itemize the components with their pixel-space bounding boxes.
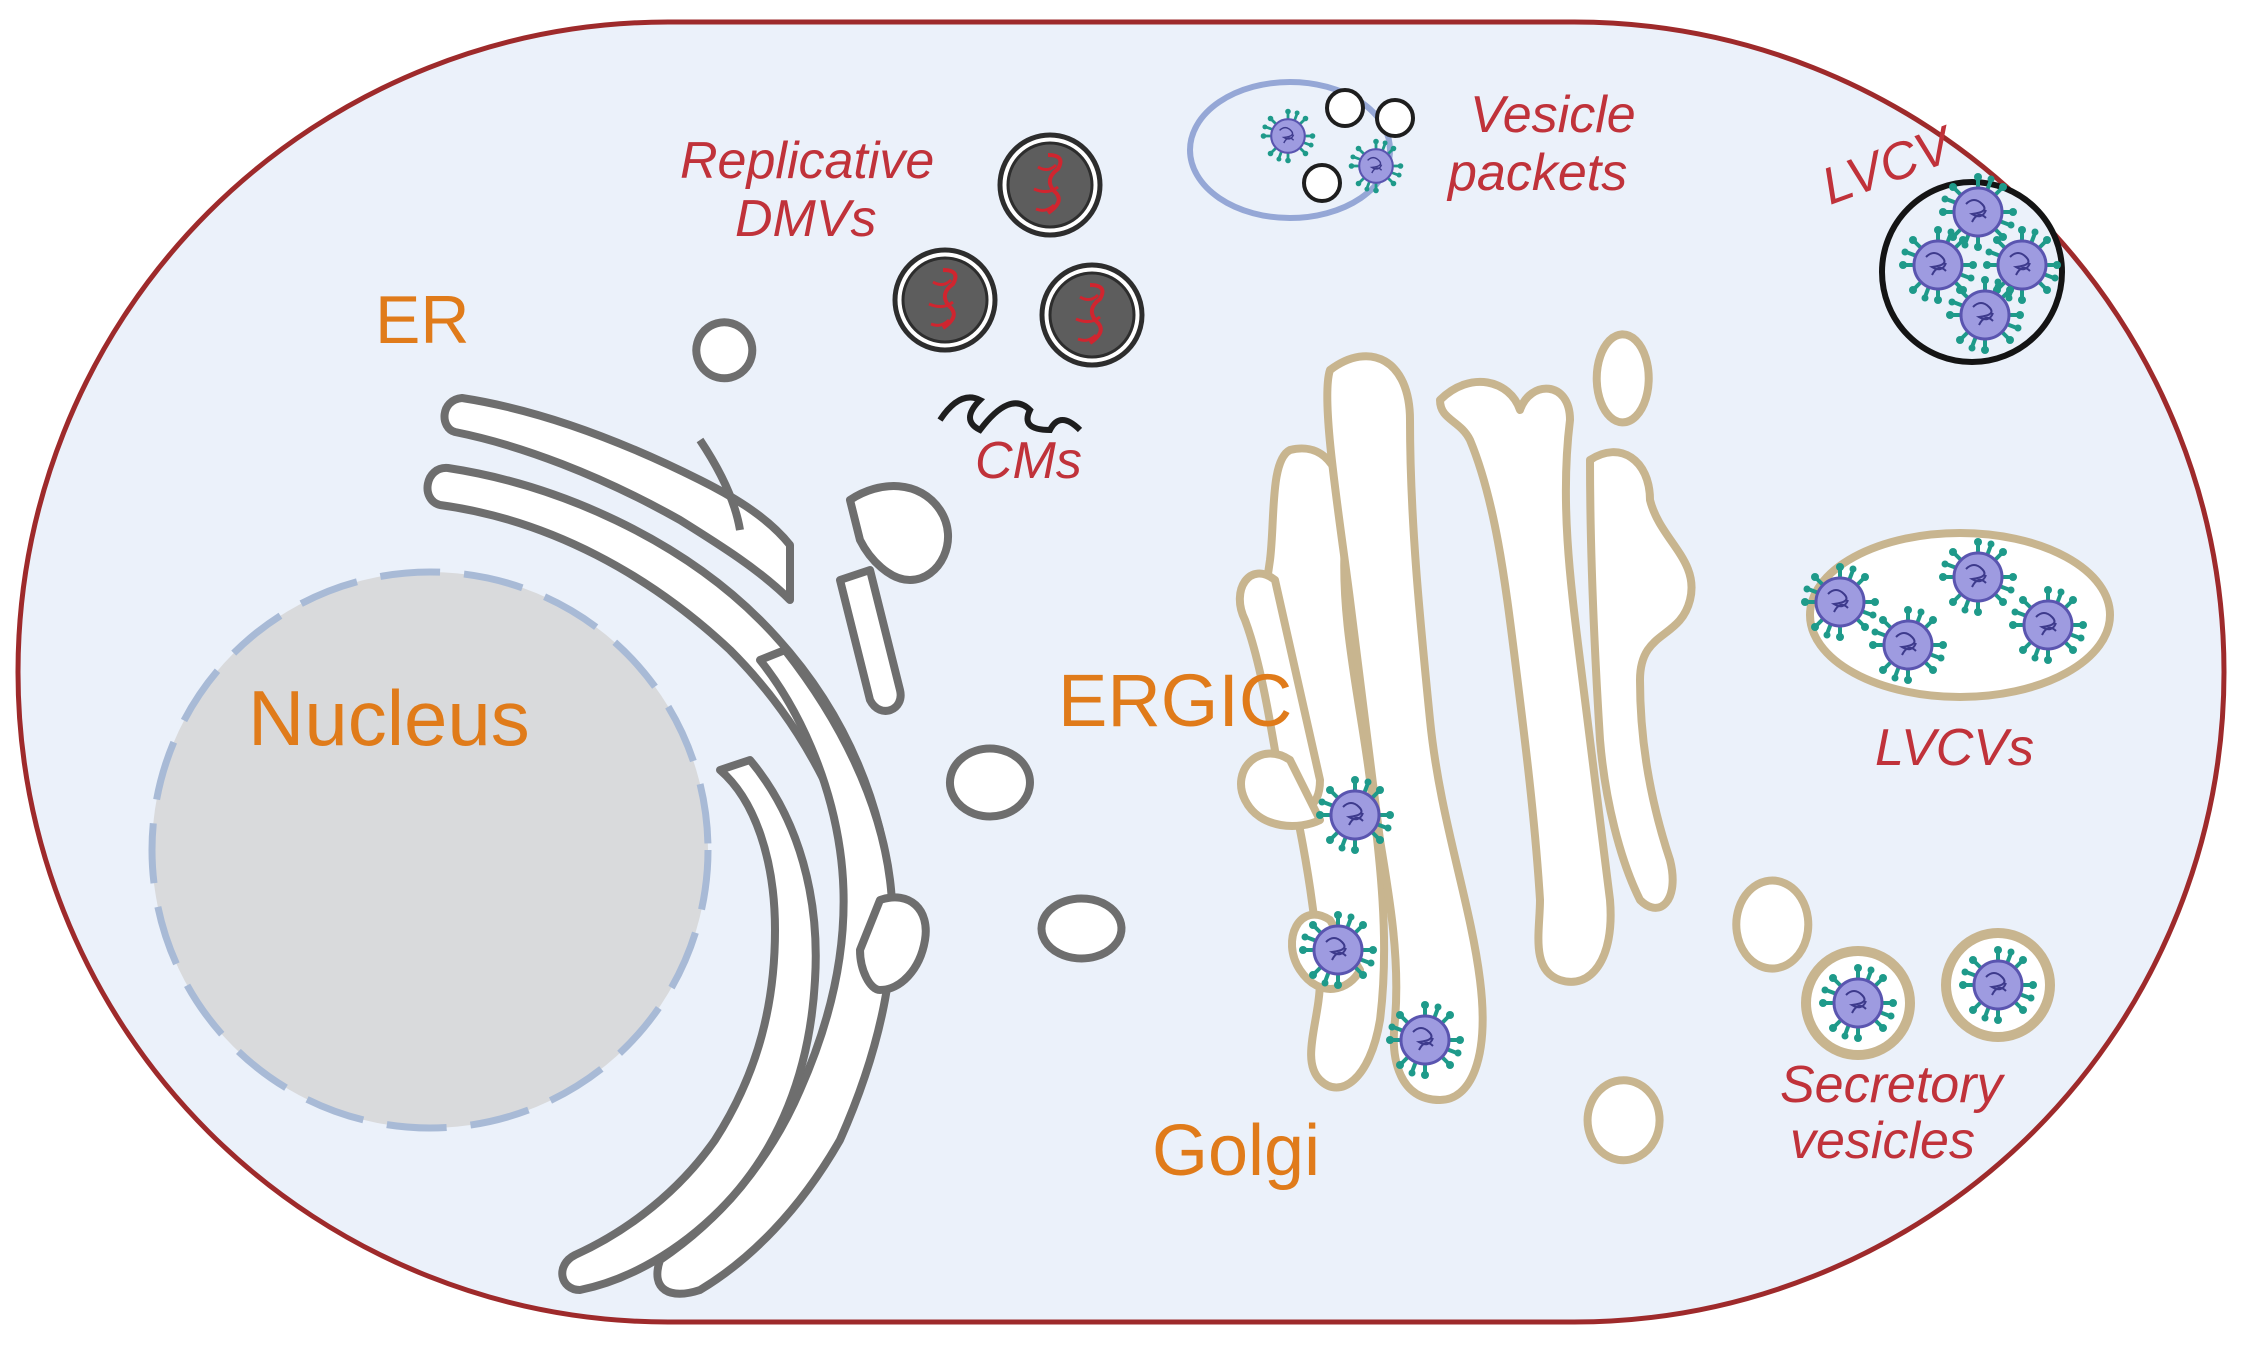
label-er: ER	[375, 282, 469, 358]
convoluted-membranes	[937, 394, 1083, 434]
label-nucleus: Nucleus	[248, 674, 530, 762]
lvcvs-ellipse	[1799, 529, 2114, 701]
label-golgi: Golgi	[1152, 1111, 1320, 1191]
label-replicative-2: DMVs	[735, 190, 877, 248]
nucleus-shape	[148, 568, 712, 1132]
label-lvcvs: LVCVs	[1875, 719, 2034, 777]
label-secretory-2: vesicles	[1790, 1112, 1975, 1170]
golgi-cisternae	[1235, 330, 1813, 1165]
label-secretory-1: Secretory	[1780, 1056, 2006, 1114]
secretory-vesicles	[1801, 928, 2055, 1060]
label-cms: CMs	[975, 432, 1082, 490]
label-vesicle-1: Vesicle	[1470, 86, 1636, 144]
label-ergic: ERGIC	[1058, 659, 1292, 742]
vesicle-packets	[1187, 79, 1415, 221]
label-replicative-1: Replicative	[680, 132, 934, 190]
label-vesicle-2: packets	[1446, 144, 1627, 202]
lvcv-top	[1879, 171, 2065, 365]
er-membranes	[423, 318, 1126, 1298]
